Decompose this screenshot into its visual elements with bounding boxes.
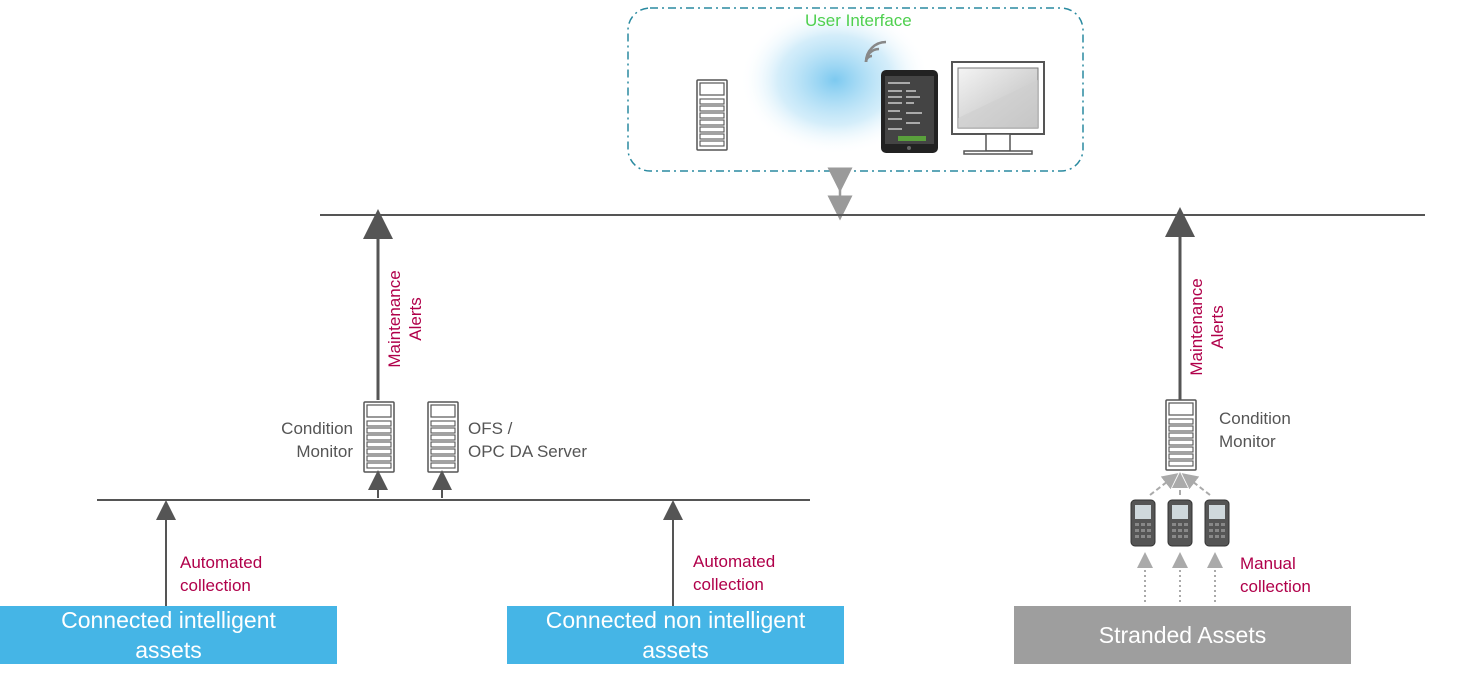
auto2-line-1: Automated <box>693 552 776 571</box>
auto2-line-2: collection <box>693 575 764 594</box>
ui-server-icon <box>696 79 728 151</box>
automated-collection-label-2: Automated collection <box>693 550 775 596</box>
ofs-line-2: OPC DA Server <box>468 442 588 461</box>
right-condition-line-2: Monitor <box>1219 432 1276 451</box>
handheld-scanner-icon <box>1204 499 1230 547</box>
left-condition-monitor-label: Condition Monitor <box>260 417 353 463</box>
right-maintenance-alerts-label: Maintenance Alerts <box>1186 272 1228 382</box>
right-condition-monitor-label: Condition Monitor <box>1219 407 1291 453</box>
tablet-icon <box>881 70 938 153</box>
ofs-line-1: OFS / <box>468 419 513 438</box>
wifi-icon <box>864 40 887 63</box>
auto1-line-2: collection <box>180 576 251 595</box>
right-alerts-line-2: Alerts <box>1208 305 1227 349</box>
right-alerts-line-1: Maintenance <box>1187 278 1206 376</box>
manual-collection-label: Manual collection <box>1240 552 1311 598</box>
stranded-assets-box: Stranded Assets <box>1014 606 1351 664</box>
left-condition-line-2: Monitor <box>296 442 353 461</box>
handheld-scanner-icon <box>1167 499 1193 547</box>
connected-intelligent-assets-box: Connected intelligent assets <box>0 606 337 664</box>
left-maintenance-alerts-label: Maintenance Alerts <box>384 264 426 374</box>
monitor-icon <box>951 61 1045 155</box>
manual-line-1: Manual <box>1240 554 1296 573</box>
right-condition-line-1: Condition <box>1219 409 1291 428</box>
manual-line-2: collection <box>1240 577 1311 596</box>
connected-non-intelligent-assets-box: Connected non intelligent assets <box>507 606 844 664</box>
automated-collection-label-1: Automated collection <box>180 551 262 597</box>
auto1-line-1: Automated <box>180 553 263 572</box>
handheld-scanner-icon <box>1130 499 1156 547</box>
left-condition-monitor-icon <box>363 401 395 473</box>
connected-non-intelligent-assets-text: Connected non intelligent assets <box>545 607 806 663</box>
left-alerts-line-2: Alerts <box>406 297 425 341</box>
connected-intelligent-assets-text: Connected intelligent assets <box>61 607 276 663</box>
left-condition-line-1: Condition <box>281 419 353 438</box>
ofs-server-label: OFS / OPC DA Server <box>468 417 587 463</box>
ofs-server-icon <box>427 401 459 473</box>
right-condition-monitor-icon <box>1165 399 1197 471</box>
handheld-sync-arrows <box>1149 472 1211 496</box>
user-interface-label: User Interface <box>805 11 912 30</box>
left-alerts-line-1: Maintenance <box>385 270 404 368</box>
manual-collection-arrows <box>1137 552 1223 602</box>
stranded-assets-text: Stranded Assets <box>1098 622 1267 648</box>
